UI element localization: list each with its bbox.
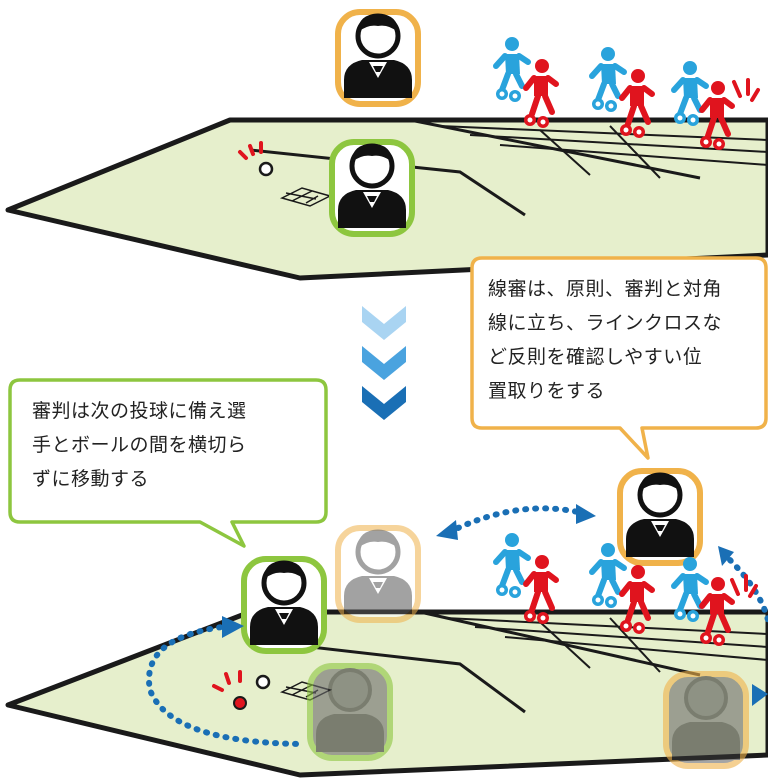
player-blue-icon — [592, 47, 624, 112]
callout-umpire-line-2: 手とボールの間を横切ら — [32, 434, 247, 456]
callout-linesman-box — [470, 256, 768, 460]
linesman-old-far-icon — [663, 671, 749, 769]
callout-linesman-line-1: 線審は、原則、審判と対角 — [488, 278, 723, 300]
ball-bottom — [212, 670, 271, 710]
linesman-new-position-icon — [617, 468, 703, 566]
player-blue-icon — [496, 37, 528, 102]
callout-umpire-line-1: 審判は次の投球に備え選 — [32, 400, 247, 422]
player-blue-icon — [496, 533, 528, 598]
callout-linesman-line-4: 置取りをする — [488, 380, 606, 402]
linesman-avatar-icon — [335, 9, 421, 107]
linesman-old-position-icon — [335, 525, 421, 623]
callout-linesman-text: 線審は、原則、審判と対角 線に立ち、ラインクロスな ど反則を確認しやすい位 置取… — [488, 272, 756, 408]
umpire-new-position-icon — [241, 556, 327, 654]
player-blue-icon — [674, 61, 706, 126]
transition-chevrons-icon — [362, 306, 406, 420]
callout-linesman-line-2: 線に立ち、ラインクロスな — [488, 312, 723, 334]
player-blue-icon — [592, 543, 624, 608]
players-top — [496, 37, 760, 150]
ball-top — [238, 141, 274, 177]
callout-umpire-text: 審判は次の投球に備え選 手とボールの間を横切ら ずに移動する — [32, 394, 317, 496]
callout-umpire-box — [8, 378, 328, 548]
callout-linesman-line-3: ど反則を確認しやすい位 — [488, 346, 703, 368]
players-bottom — [496, 533, 758, 646]
umpire-old-position-icon — [307, 663, 393, 761]
move-arrowheads — [222, 504, 768, 706]
callout-umpire-line-3: ずに移動する — [32, 468, 150, 490]
umpire-avatar-icon — [329, 139, 415, 237]
